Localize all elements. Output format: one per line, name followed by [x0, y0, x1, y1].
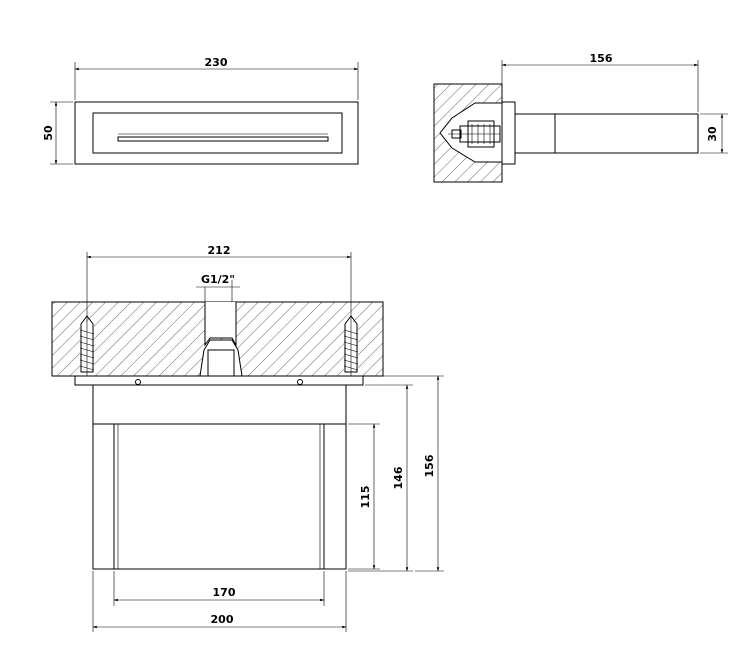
- front-view-plate: [74, 375, 364, 386]
- side-length-label: 156: [590, 52, 613, 65]
- centers-label: 212: [208, 244, 231, 257]
- top-view-outer-plate: [74, 101, 359, 165]
- side-height-label: 30: [706, 126, 719, 142]
- side-view-spout: [514, 113, 699, 154]
- front-view-spout-body: [92, 384, 347, 570]
- thread-label: G1/2": [201, 273, 235, 286]
- front-view-waterfall-opening: [113, 423, 325, 570]
- top-view-spout-slot: [117, 136, 329, 142]
- side-view-plate: [501, 101, 516, 165]
- left-screw-icon: [135, 379, 141, 385]
- top-view-inner-frame: [92, 112, 343, 154]
- front-view: 212 G1/2" 115 146 156 170 200: [51, 244, 444, 632]
- front-view-valve-body: [199, 339, 243, 377]
- inner-height-label: 115: [359, 486, 372, 509]
- mid-height-label: 146: [392, 466, 405, 489]
- total-height-label: 156: [423, 454, 436, 477]
- right-screw-icon: [297, 379, 303, 385]
- top-view: 230 50: [42, 56, 359, 165]
- right-wall-anchor: [343, 315, 359, 376]
- top-height-label: 50: [42, 125, 55, 141]
- left-wall-anchor: [79, 315, 95, 376]
- inner-width-label: 170: [213, 586, 236, 599]
- top-width-label: 230: [205, 56, 228, 69]
- side-view: 156 30: [433, 52, 728, 183]
- outer-width-label: 200: [211, 613, 234, 626]
